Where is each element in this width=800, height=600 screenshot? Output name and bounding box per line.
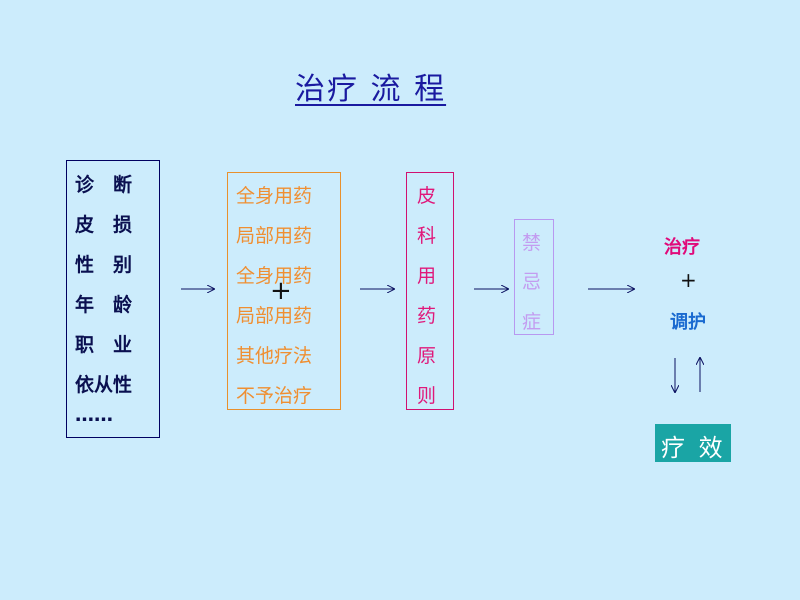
contraindication-char: 忌 (522, 271, 542, 293)
method-item: 局部用药 (236, 305, 313, 327)
contraindication-char: 禁 (522, 232, 542, 254)
factor-item: …… (75, 404, 113, 426)
principle-char: 科 (417, 225, 437, 247)
factors-box (66, 160, 160, 438)
method-item: 局部用药 (236, 225, 313, 247)
care-label: 调护 (670, 312, 706, 333)
diagram-title: 治疗 流 程 (295, 72, 447, 107)
method-item: 其他疗法 (236, 345, 313, 367)
method-item: 全身用药 (236, 265, 313, 287)
contraindication-box (514, 219, 554, 335)
effect-label: 疗 效 (661, 434, 726, 462)
principle-char: 用 (417, 265, 437, 287)
principle-box (406, 172, 454, 410)
factor-item: 年 龄 (75, 294, 133, 316)
treatment-label: 治疗 (664, 237, 700, 258)
principle-char: 皮 (417, 185, 437, 207)
factor-item: 职 业 (75, 334, 133, 356)
methods-box (227, 172, 341, 410)
method-item: 不予治疗 (236, 385, 313, 407)
effect-badge (655, 424, 731, 462)
factor-item: 依从性 (75, 374, 133, 396)
factor-item: 皮 损 (75, 214, 133, 236)
method-item: 全身用药 (236, 185, 313, 207)
principle-char: 则 (417, 385, 437, 407)
principle-char: 药 (417, 305, 437, 327)
principle-char: 原 (417, 345, 437, 367)
factor-item: 性 别 (75, 254, 133, 276)
contraindication-char: 症 (522, 311, 542, 333)
plus-sign: + (680, 268, 697, 292)
plus-sign: + (270, 276, 292, 306)
factor-item: 诊 断 (75, 174, 133, 196)
